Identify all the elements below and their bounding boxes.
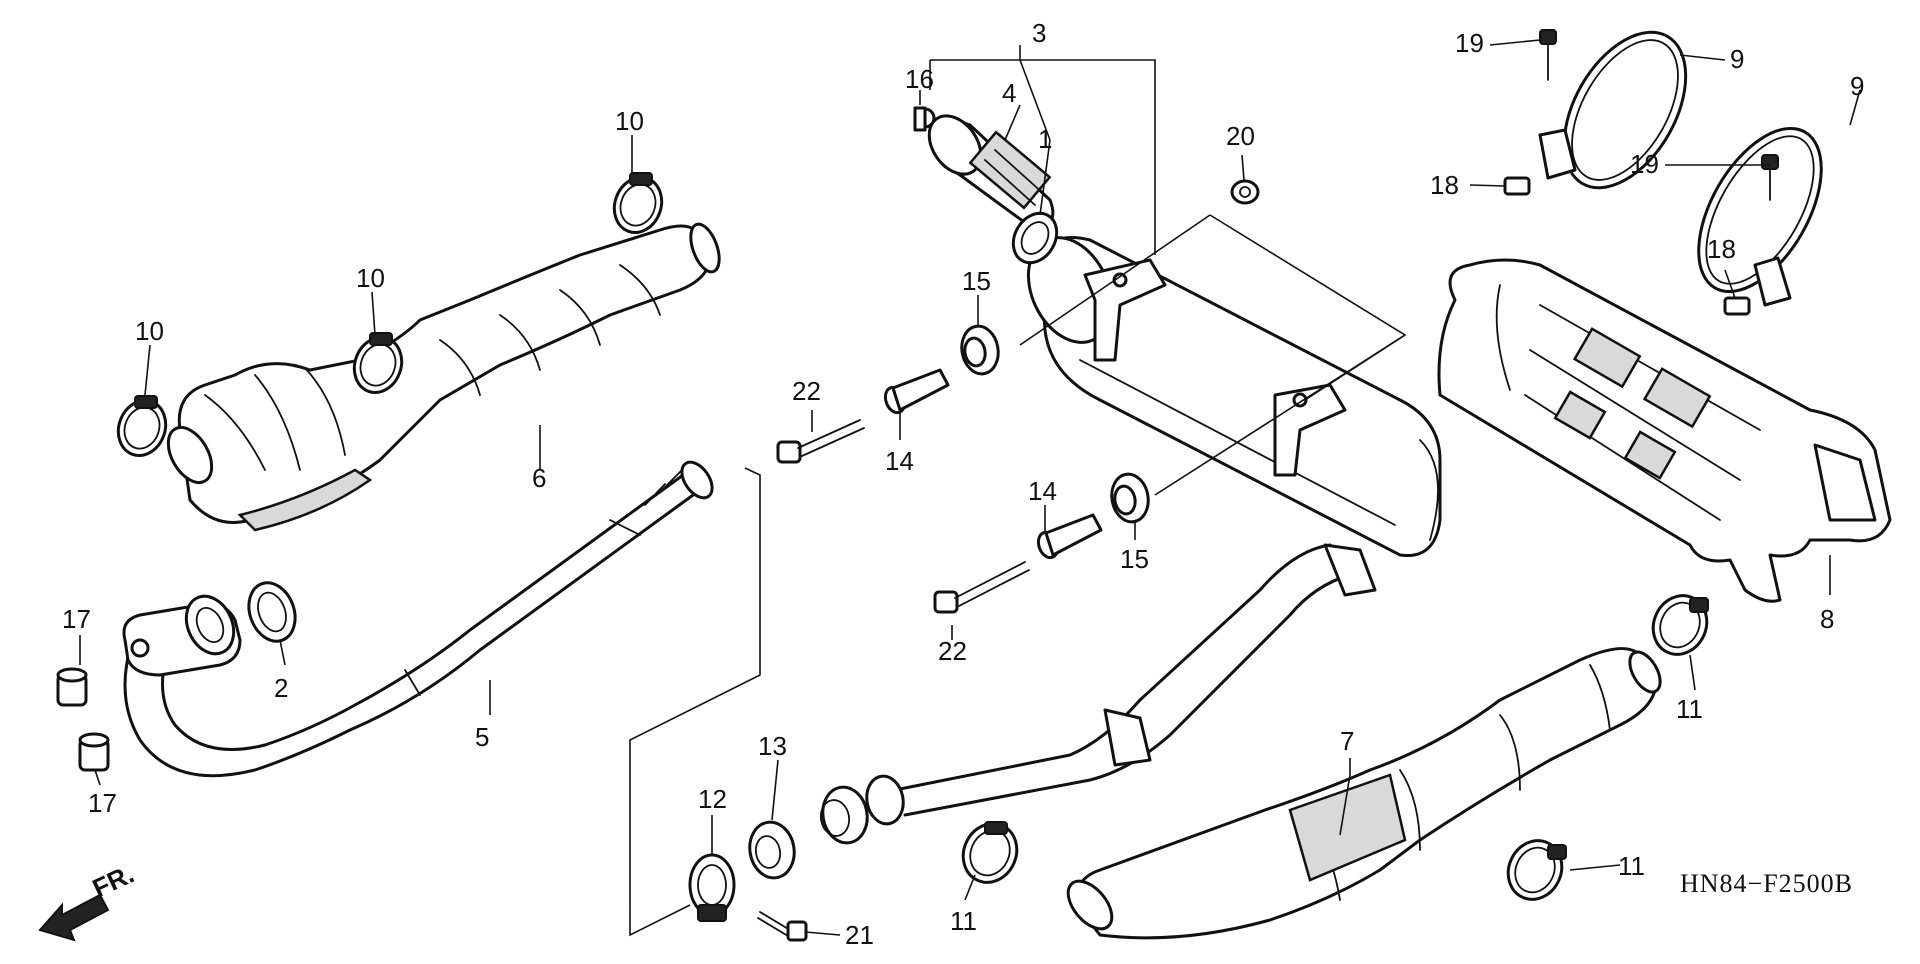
part-11-band-clamp-b: [1506, 839, 1567, 901]
part-16-bolt: [913, 106, 936, 132]
part-10-band-clamp-a: [116, 395, 168, 457]
part-15-grommet-lower: [1110, 472, 1150, 524]
callout-8: 8: [1820, 604, 1834, 634]
callout-22-lower: 22: [938, 636, 967, 666]
callout-7: 7: [1340, 726, 1354, 756]
part-12-clamp: [688, 853, 736, 922]
callout-leader-lines: [79, 39, 1861, 936]
callout-labels: 1 2 3 4 5 6 7 8 9 9 10 10 10 11 11 11 12…: [62, 18, 1864, 950]
part-17-nut-lower: [78, 732, 110, 772]
part-2-gasket: [247, 581, 297, 643]
callout-12: 12: [698, 784, 727, 814]
part-9-band-lower: [1697, 126, 1823, 307]
callout-21: 21: [845, 920, 874, 950]
callout-5: 5: [475, 722, 489, 752]
callout-18-lower: 18: [1707, 234, 1736, 264]
part-3-muffler: [1026, 236, 1442, 558]
callout-17-upper: 17: [62, 604, 91, 634]
callout-11-b: 11: [1618, 851, 1645, 881]
callout-11-a: 11: [950, 906, 977, 936]
callout-14-lower: 14: [1028, 476, 1057, 506]
part-6-exhaust-pipe-protector: [166, 222, 721, 532]
part-20-nut: [1230, 179, 1260, 205]
part-18-nut-lower: [1723, 296, 1751, 316]
part-21-bolt: [757, 911, 808, 942]
part-11-band-clamp-c: [1651, 594, 1709, 656]
assembly-leader-line: [629, 467, 761, 937]
part-11-band-clamp-a: [961, 821, 1019, 884]
callout-15-upper: 15: [962, 266, 991, 296]
callout-10-c: 10: [615, 106, 644, 136]
callout-17-lower: 17: [88, 788, 117, 818]
part-4-spark-arrester: [927, 114, 1055, 232]
part-15-grommet-upper: [960, 324, 1000, 376]
part-14-collar-lower: [1036, 513, 1103, 560]
muffler-outlet-pipe: [819, 543, 1377, 845]
front-arrow-icon: [38, 893, 110, 942]
part-10-band-clamp-b: [352, 332, 404, 394]
callout-15-lower: 15: [1120, 544, 1149, 574]
callout-9-upper: 9: [1730, 44, 1744, 74]
callout-3: 3: [1032, 18, 1046, 48]
front-direction-indicator: FR.: [38, 859, 139, 942]
part-10-band-clamp-c: [612, 172, 664, 234]
part-9-band-upper: [1538, 30, 1688, 190]
part-13-gasket: [748, 820, 796, 880]
callout-16: 16: [905, 64, 934, 94]
diagram-code: HN84−F2500B: [1680, 869, 1853, 898]
part-18-nut-upper: [1503, 176, 1531, 196]
part-22-bolt-lower: [933, 561, 1030, 614]
part-3-leader-lines: [929, 45, 1407, 496]
part-7-pipe-protector: [1066, 647, 1662, 940]
callout-1: 1: [1038, 124, 1052, 154]
callout-19-lower: 19: [1630, 149, 1659, 179]
callout-22-upper: 22: [792, 376, 821, 406]
part-22-bolt-upper: [776, 419, 865, 464]
callout-4: 4: [1002, 78, 1016, 108]
callout-19-upper: 19: [1455, 28, 1484, 58]
callout-9-lower: 9: [1850, 71, 1864, 101]
part-1-gasket: [1011, 211, 1059, 265]
callout-6: 6: [532, 463, 546, 493]
callout-10-b: 10: [356, 263, 385, 293]
callout-18-upper: 18: [1430, 170, 1459, 200]
part-17-nut-upper: [56, 667, 88, 707]
callout-11-c: 11: [1676, 694, 1703, 724]
part-14-collar-upper: [883, 368, 950, 415]
callout-13: 13: [758, 731, 787, 761]
callout-20: 20: [1226, 121, 1255, 151]
part-5-exhaust-pipe: [122, 460, 714, 778]
part-8-muffler-protector: [1437, 258, 1892, 603]
callout-10-a: 10: [135, 316, 164, 346]
callout-14-upper: 14: [885, 446, 914, 476]
callout-2: 2: [274, 673, 288, 703]
part-19-bolt-upper: [1539, 29, 1557, 81]
